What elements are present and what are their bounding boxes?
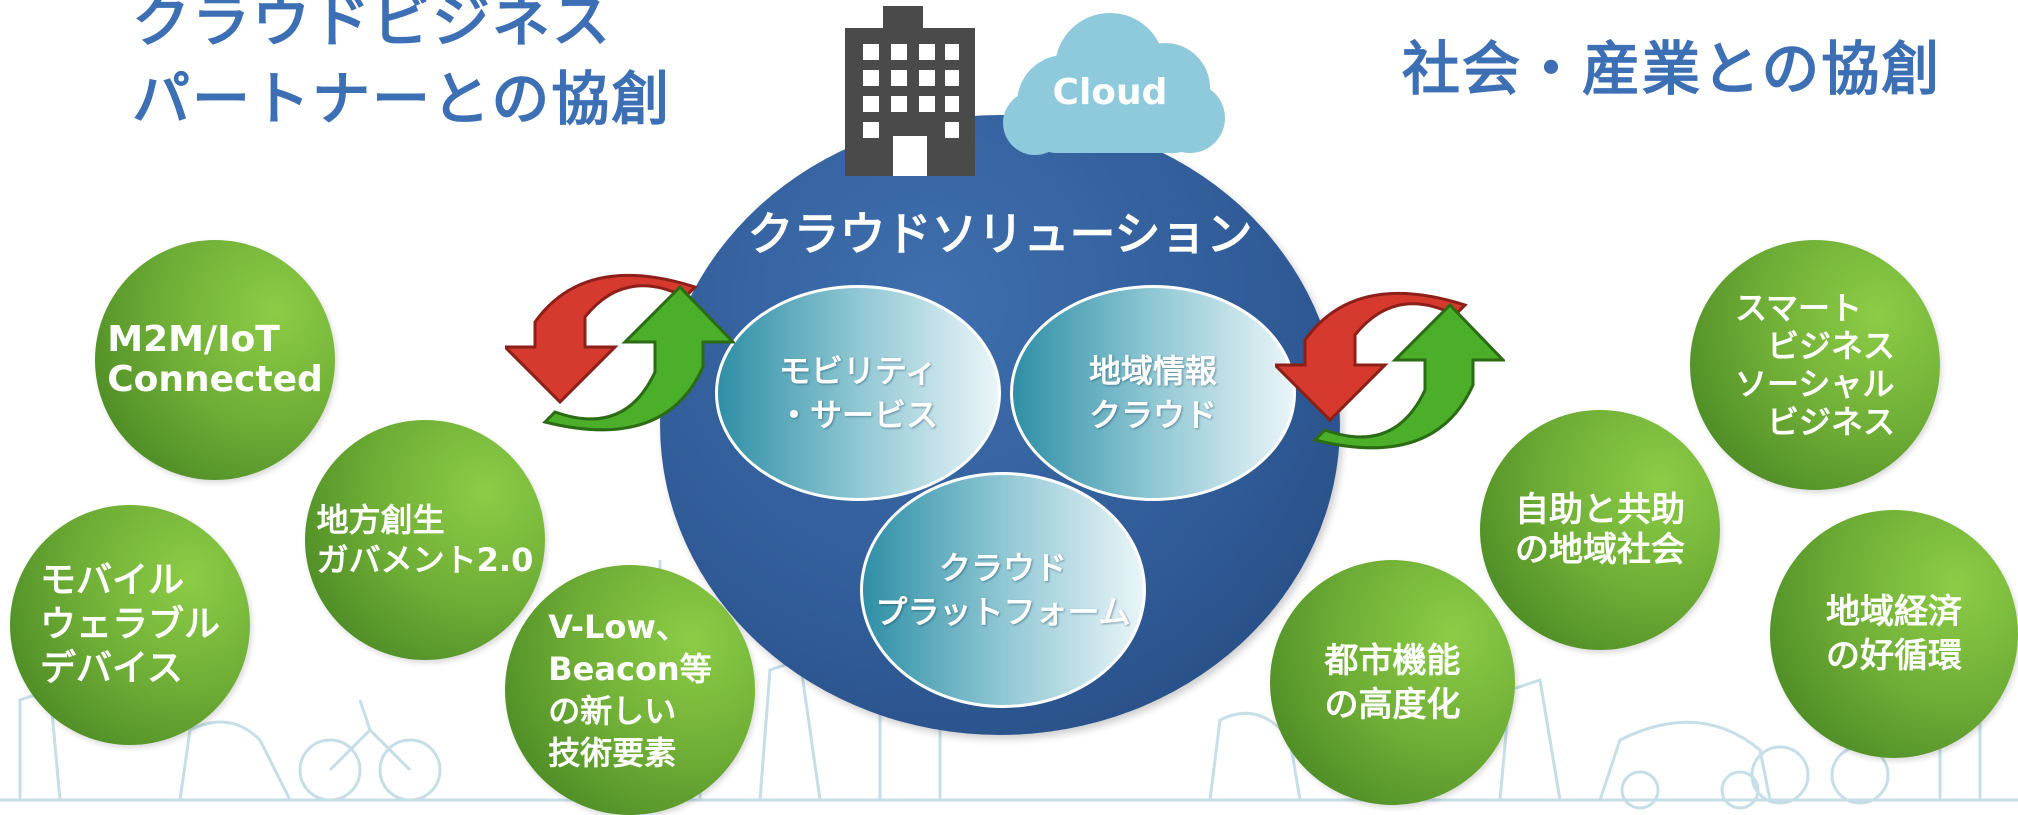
cloud-label: Cloud (1052, 72, 1168, 113)
vlow-beacon-label: V-Low、 Beacon等 の新しい 技術要素 (548, 608, 712, 772)
regional-info-cloud-circle: 地域情報 クラウド (1010, 285, 1296, 501)
cycle-arrows-icon (505, 273, 735, 432)
cloud-solution-title: クラウドソリューション (747, 207, 1253, 261)
mobile-wearable-circle: モバイル ウェラブル デバイス (10, 505, 250, 745)
regional-economy-label: 地域経済 の好循環 (1826, 592, 1962, 676)
smart-business-label: スマート ビジネス ソーシャル ビジネス (1734, 289, 1895, 441)
smart-business-circle: スマート ビジネス ソーシャル ビジネス (1690, 240, 1940, 490)
right-heading: 社会・産業との協創 (1402, 35, 1942, 103)
self-mutual-help-circle: 自助と共助 の地域社会 (1480, 410, 1720, 650)
regional-revival-label: 地方創生 ガバメント2.0 (316, 501, 534, 579)
m2m-iot-label: M2M/IoT Connected (107, 319, 323, 400)
m2m-iot-circle: M2M/IoT Connected (95, 240, 335, 480)
urban-function-label: 都市機能 の高度化 (1324, 640, 1461, 725)
mobility-service-circle: モビリティ ・サービス (715, 285, 1001, 501)
regional-info-cloud-label: 地域情報 クラウド (1088, 352, 1217, 434)
cloud-icon (1003, 13, 1225, 155)
urban-function-circle: 都市機能 の高度化 (1270, 560, 1515, 805)
mobile-wearable-label: モバイル ウェラブル デバイス (39, 560, 220, 689)
regional-revival-circle: 地方創生 ガバメント2.0 (305, 420, 545, 660)
cloud-platform-label: クラウド プラットフォーム (875, 549, 1131, 631)
building-icon (845, 6, 975, 176)
self-mutual-help-label: 自助と共助 の地域社会 (1515, 490, 1685, 570)
left-heading: クラウドビジネス パートナーとの協創 (132, 0, 672, 133)
cloud-platform-circle: クラウド プラットフォーム (860, 472, 1146, 708)
regional-economy-circle: 地域経済 の好循環 (1770, 510, 2018, 758)
cycle-arrows-icon (1275, 291, 1505, 450)
vlow-beacon-circle: V-Low、 Beacon等 の新しい 技術要素 (505, 565, 755, 815)
mobility-service-label: モビリティ ・サービス (777, 352, 938, 434)
